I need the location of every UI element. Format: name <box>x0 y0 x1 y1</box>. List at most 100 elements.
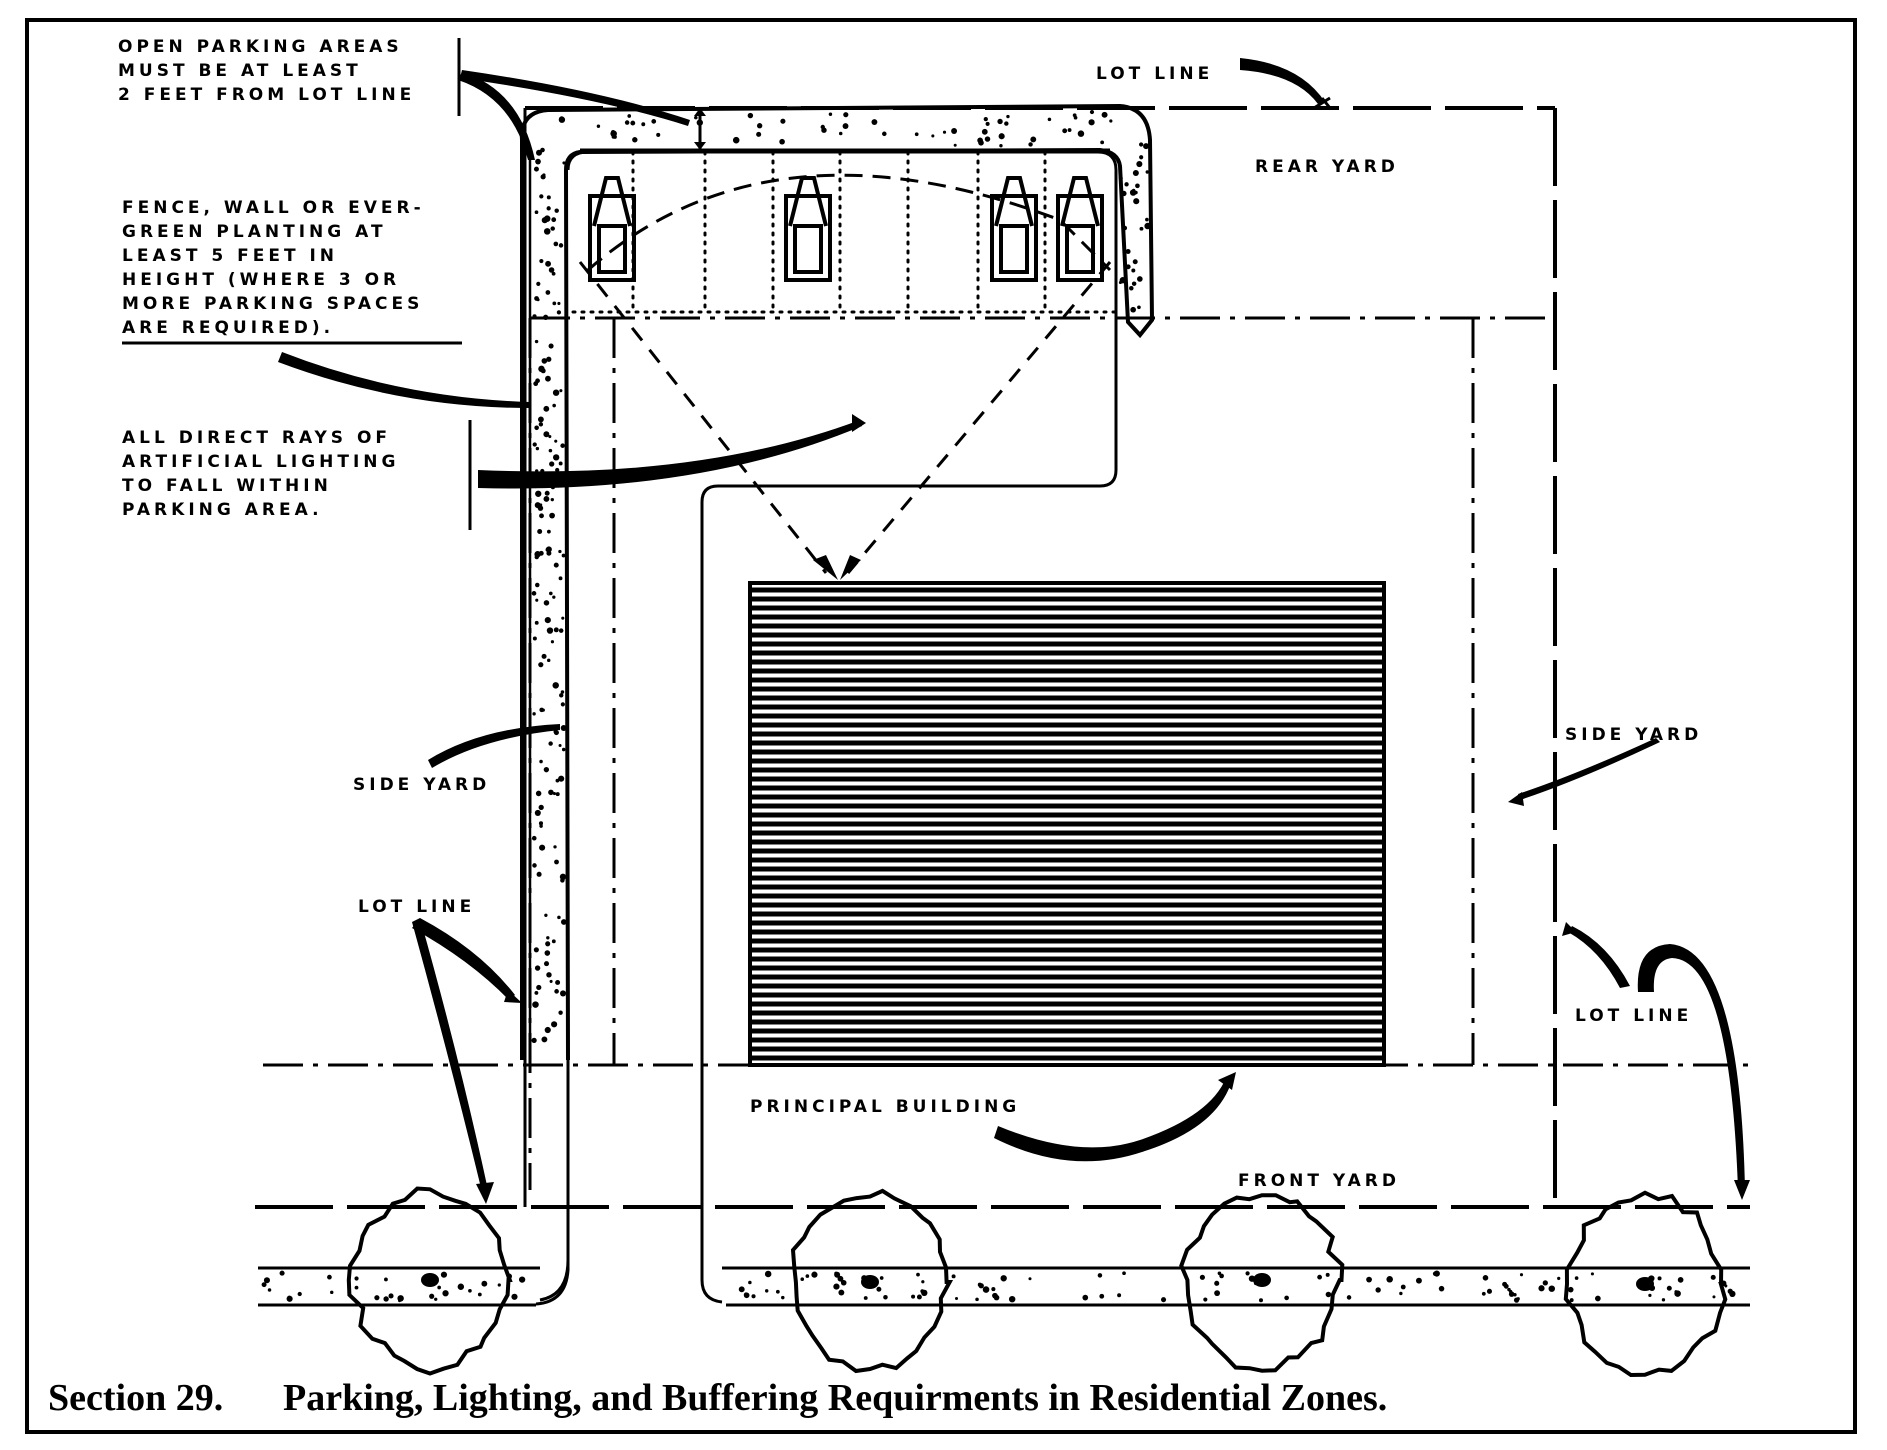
stipple-dot <box>1099 1293 1105 1299</box>
stipple-dot <box>518 1276 526 1283</box>
stipple-dot <box>534 425 539 431</box>
stipple-dot <box>955 1297 959 1301</box>
stipple-dot <box>548 741 553 746</box>
stipple-dot <box>534 990 539 995</box>
stipple-dot <box>1346 1295 1352 1300</box>
stipple-dot <box>554 439 558 443</box>
stipple-dot <box>842 123 849 130</box>
stipple-dot <box>1482 1275 1489 1281</box>
stipple-dot <box>1047 117 1052 122</box>
stipple-dot <box>983 116 988 122</box>
stipple-dot <box>953 143 957 147</box>
arrowhead <box>1218 1072 1236 1090</box>
stipple-dot <box>551 217 557 223</box>
stipple-dot <box>542 314 549 321</box>
note-line: OPEN PARKING AREAS <box>118 37 403 57</box>
stipple-dot <box>1567 1286 1574 1293</box>
stipple-dot <box>551 939 556 944</box>
stipple-dot <box>1139 155 1144 160</box>
stipple-dot <box>553 562 559 568</box>
note-line: MUST BE AT LEAST <box>118 61 362 81</box>
stipple-dot <box>534 210 539 215</box>
stipple-dot <box>543 496 550 502</box>
label-rear-yard: REAR YARD <box>1255 157 1399 177</box>
arrow-side-yard-left <box>428 724 560 768</box>
stipple-dot <box>1710 1274 1716 1280</box>
stipple-dot <box>481 1280 488 1287</box>
stipple-dot <box>1143 143 1150 150</box>
stipple-dot <box>538 804 544 811</box>
stipple-dot <box>1100 140 1105 145</box>
stipple-dot <box>1028 1277 1032 1281</box>
stipple-dot <box>764 1270 772 1278</box>
stipple-dot <box>630 120 636 126</box>
stipple-dot <box>1219 1273 1224 1279</box>
stipple-dot <box>545 941 551 947</box>
light-rays <box>578 261 1112 574</box>
stipple-dot <box>1135 183 1140 189</box>
stipple-dot <box>911 1294 916 1299</box>
note-line: FENCE, WALL OR EVER- <box>122 198 425 218</box>
stipple-dot <box>1574 1276 1579 1280</box>
stipple-dot <box>538 422 544 427</box>
stipple-dot <box>951 128 958 134</box>
caption-title: Parking, Lighting, and Buffering Requirm… <box>283 1377 1387 1419</box>
stipple-dot <box>838 1289 845 1296</box>
stipple-dot <box>876 1286 882 1292</box>
stipple-dot <box>1415 1277 1422 1284</box>
stipple-dot <box>531 1037 537 1043</box>
stipple-dot <box>548 448 553 453</box>
lighting-note: ALL DIRECT RAYS OF ARTIFICIAL LIGHTING T… <box>122 428 400 520</box>
stipple-dot <box>833 1283 840 1290</box>
stipple-dot <box>1132 169 1139 176</box>
note-line: PARKING AREA. <box>122 500 323 520</box>
stipple-dot <box>533 947 539 953</box>
stipple-dot <box>982 1286 990 1293</box>
stipple-dot <box>1375 1287 1381 1293</box>
tree-canopy <box>1563 1190 1728 1378</box>
arrowhead <box>476 1182 494 1204</box>
stipple-dot <box>542 173 546 177</box>
stipple-dot <box>1325 1272 1330 1277</box>
stipple-dot <box>555 792 560 797</box>
stipple-dot <box>549 979 553 983</box>
note-line: ARTIFICIAL LIGHTING <box>122 452 400 472</box>
stipple-dot <box>546 627 554 634</box>
stipple-dot <box>694 115 698 120</box>
stipple-dot <box>535 378 540 384</box>
stipple-dot <box>1133 198 1140 205</box>
stipple-dot <box>477 1292 482 1297</box>
stipple-dot <box>1519 1273 1524 1277</box>
stipple-dot <box>1513 1293 1517 1297</box>
tree-canopy <box>1179 1193 1345 1373</box>
arrow-principal-building <box>994 1078 1232 1162</box>
stipple-dot <box>468 1288 472 1293</box>
stipple-dot <box>261 1282 267 1288</box>
stipple-dot <box>612 134 617 139</box>
stipple-dot <box>828 112 833 116</box>
stipple-dot <box>1508 1289 1513 1294</box>
stipple-dot <box>883 1294 888 1300</box>
stipple-dot <box>534 339 539 344</box>
stipple-dot <box>779 138 785 145</box>
stipple-dot <box>1569 1298 1574 1303</box>
stipple-dot <box>535 790 542 797</box>
stipple-dot <box>297 1291 302 1297</box>
stipple-dot <box>533 166 539 172</box>
stipple-dot <box>781 1295 785 1300</box>
arrowhead <box>1562 922 1576 936</box>
arrow-lot-line-right-b <box>1637 944 1745 1190</box>
stipple-dot <box>560 443 565 448</box>
caption-section: Section 29. <box>48 1377 223 1419</box>
stipple-dot <box>756 123 763 129</box>
stipple-dot <box>1132 259 1138 265</box>
stipple-dot <box>991 1287 996 1292</box>
stipple-dot <box>756 131 762 137</box>
stipple-dot <box>1538 1285 1545 1292</box>
stipple-dot <box>1666 1285 1672 1291</box>
stipple-dot <box>543 405 550 412</box>
stipple-dot <box>558 461 563 466</box>
stipple-dot <box>931 134 935 138</box>
stipple-dot <box>442 1290 449 1297</box>
stipple-dot <box>552 595 556 599</box>
